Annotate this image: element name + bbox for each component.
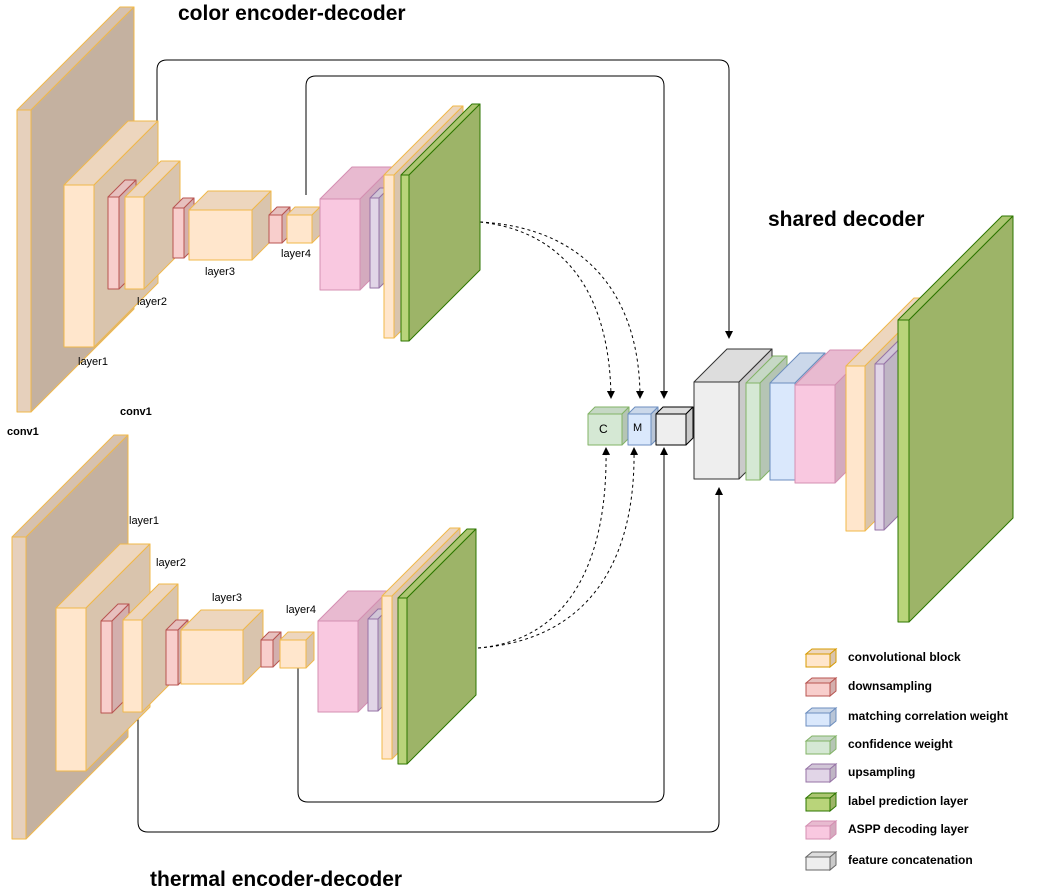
color-layer1-label: layer1	[78, 356, 108, 368]
legend-label: matching correlation weight	[848, 709, 1009, 723]
concat-small-block	[655, 406, 694, 446]
thermal-skip-line-outer	[137, 487, 723, 833]
thermal-dashed-to-c	[477, 447, 611, 649]
color-layer4-block	[286, 206, 321, 244]
shared-label-pred-block	[897, 215, 1014, 623]
legend-label: feature concatenation	[848, 853, 973, 867]
thermal-layer4-label: layer4	[286, 604, 316, 616]
legend-label: downsampling	[848, 679, 932, 693]
thermal-layer3-block	[180, 609, 264, 685]
thermal-encoder-decoder-title: thermal encoder-decoder	[150, 868, 403, 891]
legend-swatch-icon	[804, 792, 838, 813]
color-dashed-to-c	[479, 221, 615, 399]
thermal-layer4-down	[260, 631, 282, 668]
legend-swatch-icon	[804, 820, 838, 841]
color-conv1-label: conv1	[7, 426, 39, 438]
thermal-layer1-label: layer1	[129, 515, 159, 527]
thermal-layer3-label: layer3	[212, 592, 242, 604]
legend-label: convolutional block	[848, 650, 961, 664]
color-layer2-label: layer2	[137, 296, 167, 308]
legend-label: label prediction layer	[848, 794, 969, 808]
cuboids	[11, 6, 1014, 840]
legend-swatch-icon	[804, 648, 838, 669]
thermal-dashed-to-m	[477, 447, 639, 649]
legend-label: confidence weight	[848, 737, 953, 751]
legend-swatch-icon	[804, 851, 838, 872]
thermal-skip-line-inner	[297, 447, 668, 803]
confidence-weight-block	[587, 406, 630, 446]
color-skip-line-outer	[156, 59, 733, 339]
thermal-label-pred-block	[397, 528, 477, 765]
color-layer3-block	[188, 190, 272, 261]
legend-swatch-icon	[804, 707, 838, 728]
shared-decoder-title: shared decoder	[768, 208, 925, 231]
legend-label: ASPP decoding layer	[848, 822, 969, 836]
color-layer3-label: layer3	[205, 266, 235, 278]
color-layer4-label: layer4	[281, 248, 311, 260]
color-label-pred-block	[400, 103, 481, 342]
color-layer2-block	[124, 160, 181, 290]
color-encoder-decoder-title: color encoder-decoder	[178, 2, 406, 25]
thermal-layer2-label: layer2	[156, 557, 186, 569]
legend-swatch-icon	[804, 677, 838, 698]
color-dashed-to-m	[479, 221, 644, 399]
thermal-layer2-block	[122, 583, 179, 713]
legend-label: upsampling	[848, 765, 916, 779]
thermal-conv1-label: conv1	[120, 406, 152, 418]
legend-swatch-icon	[804, 735, 838, 756]
legend-swatch-icon	[804, 763, 838, 784]
color-skip-line-inner	[305, 75, 668, 399]
matching-block-label: M	[633, 422, 643, 434]
connectors	[137, 59, 733, 833]
thermal-layer4-block	[279, 631, 315, 669]
confidence-block-label: C	[599, 422, 608, 436]
